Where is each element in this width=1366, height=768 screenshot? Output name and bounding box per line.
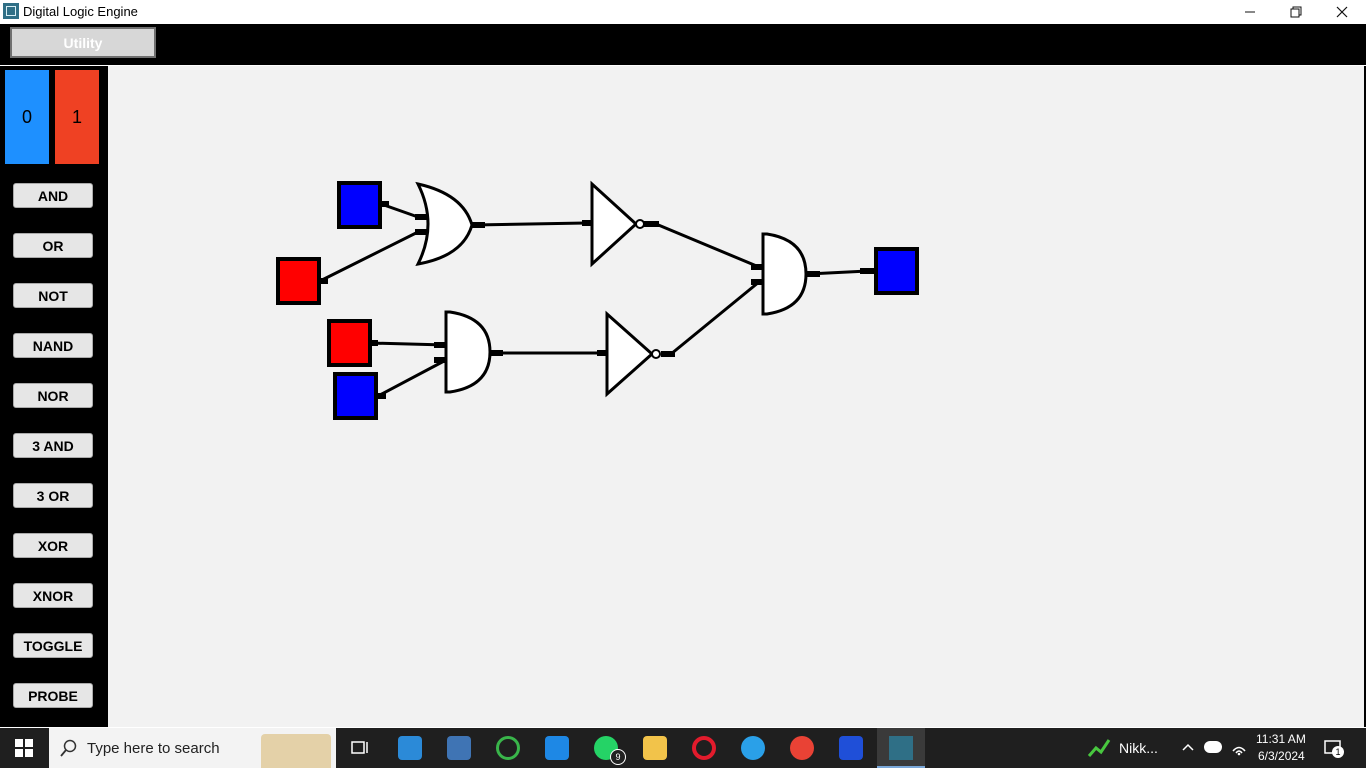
intellij-icon[interactable] bbox=[839, 736, 863, 760]
search-icon bbox=[60, 739, 77, 757]
input-switch[interactable] bbox=[337, 181, 382, 229]
mail-icon[interactable] bbox=[545, 736, 569, 760]
wire bbox=[654, 222, 761, 269]
stocks-label: Nikk... bbox=[1119, 740, 1158, 756]
state-one-button[interactable]: 1 bbox=[54, 69, 100, 165]
input-switch[interactable] bbox=[276, 257, 321, 305]
minimize-button[interactable] bbox=[1227, 0, 1273, 24]
notification-icon[interactable]: 1 bbox=[1323, 738, 1344, 758]
app-icon bbox=[3, 3, 19, 19]
input-switch[interactable] bbox=[327, 319, 372, 367]
wire bbox=[669, 280, 761, 356]
sync-icon[interactable] bbox=[496, 736, 520, 760]
title-bar: Digital Logic Engine bbox=[0, 0, 1366, 24]
notification-count: 1 bbox=[1332, 746, 1344, 758]
or-gate[interactable] bbox=[415, 181, 474, 267]
python-icon[interactable] bbox=[447, 736, 471, 760]
file-explorer-icon[interactable] bbox=[643, 736, 667, 760]
app-icon bbox=[889, 736, 913, 760]
cloud-icon[interactable] bbox=[1204, 741, 1222, 753]
gate-probe-button[interactable]: PROBE bbox=[13, 683, 93, 708]
chevron-up-icon[interactable] bbox=[1181, 740, 1195, 754]
state-zero-button[interactable]: 0 bbox=[4, 69, 50, 165]
gate-nor-button[interactable]: NOR bbox=[13, 383, 93, 408]
taskbar-search[interactable]: Type here to search bbox=[49, 728, 336, 768]
whatsapp-badge: 9 bbox=[610, 749, 626, 765]
wire bbox=[472, 221, 588, 227]
utility-button[interactable]: Utility bbox=[10, 27, 156, 58]
store-icon[interactable] bbox=[398, 736, 422, 760]
gate-and-button[interactable]: AND bbox=[13, 183, 93, 208]
chrome-icon[interactable] bbox=[790, 736, 814, 760]
and-gate[interactable] bbox=[761, 232, 808, 316]
window-title: Digital Logic Engine bbox=[23, 4, 138, 19]
gate-toggle-button[interactable]: TOGGLE bbox=[13, 633, 93, 658]
restore-icon bbox=[1290, 6, 1302, 18]
gate-or-button[interactable]: OR bbox=[13, 233, 93, 258]
task-view-icon[interactable] bbox=[349, 736, 373, 760]
gate-xnor-button[interactable]: XNOR bbox=[13, 583, 93, 608]
start-button[interactable] bbox=[0, 728, 48, 768]
and-gate[interactable] bbox=[444, 310, 492, 394]
wire bbox=[382, 203, 420, 219]
gate-not-button[interactable]: NOT bbox=[13, 283, 93, 308]
not-gate[interactable] bbox=[590, 180, 639, 268]
output-probe[interactable] bbox=[874, 247, 919, 295]
stocks-icon[interactable] bbox=[1087, 736, 1111, 760]
wire bbox=[318, 230, 420, 283]
whatsapp-icon[interactable]: 9 bbox=[594, 736, 626, 765]
opera-icon[interactable] bbox=[692, 736, 716, 760]
clock-date: 6/3/2024 bbox=[1258, 749, 1305, 763]
search-highlight-image bbox=[261, 734, 331, 768]
clock-time: 11:31 AM bbox=[1256, 732, 1306, 746]
circuit-canvas[interactable] bbox=[108, 66, 1364, 727]
input-switch[interactable] bbox=[333, 372, 378, 420]
circuit-diagram bbox=[276, 180, 919, 420]
toolbar: Utility bbox=[0, 24, 1366, 65]
gate-palette: 0 1 AND OR NOT NAND NOR 3 AND 3 OR XOR X… bbox=[0, 66, 108, 727]
close-button[interactable] bbox=[1319, 0, 1365, 24]
windows-icon bbox=[15, 739, 33, 757]
minimize-icon bbox=[1245, 11, 1255, 13]
wifi-icon[interactable] bbox=[1231, 740, 1247, 756]
taskbar: Type here to search 9 Nikk... 11:31 AM 6… bbox=[0, 728, 1366, 768]
gate-nand-button[interactable]: NAND bbox=[13, 333, 93, 358]
gate-3and-button[interactable]: 3 AND bbox=[13, 433, 93, 458]
wire bbox=[368, 341, 448, 347]
wire bbox=[376, 358, 448, 398]
edge-icon[interactable] bbox=[741, 736, 765, 760]
gate-xor-button[interactable]: XOR bbox=[13, 533, 93, 558]
digital-logic-taskbar-button[interactable] bbox=[877, 728, 925, 768]
search-placeholder: Type here to search bbox=[87, 740, 220, 757]
canvas-border bbox=[1364, 66, 1366, 727]
close-icon bbox=[1336, 6, 1348, 18]
restore-button[interactable] bbox=[1273, 0, 1319, 24]
not-gate[interactable] bbox=[605, 310, 655, 398]
gate-3or-button[interactable]: 3 OR bbox=[13, 483, 93, 508]
